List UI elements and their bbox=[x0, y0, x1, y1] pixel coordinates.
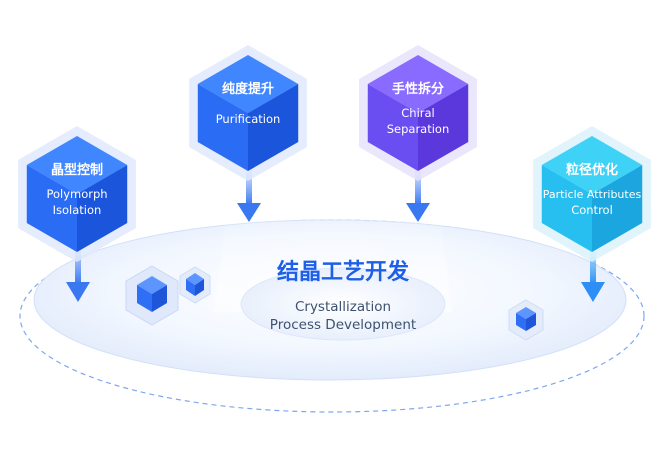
hex-label-line: Separation bbox=[387, 122, 450, 136]
center-pedestal bbox=[240, 267, 446, 341]
hex-label-line: Purification bbox=[216, 112, 281, 126]
cube-left-face bbox=[541, 165, 592, 252]
hex-label-line: Polymorph bbox=[46, 187, 107, 201]
down-arrow-icon bbox=[581, 240, 605, 302]
hex-label-line: Isolation bbox=[53, 203, 102, 217]
cube-icon bbox=[125, 265, 179, 326]
cube-right-face bbox=[77, 165, 128, 252]
cube-top-face bbox=[367, 55, 469, 113]
down-arrow-icon bbox=[237, 165, 261, 222]
center-subtitle-line2: Process Development bbox=[270, 317, 416, 333]
down-arrow-icon bbox=[66, 240, 90, 302]
cube-right-face bbox=[248, 84, 299, 171]
cube-left-face bbox=[367, 84, 418, 171]
down-arrow-icon bbox=[406, 165, 430, 222]
hex-label-line: Chiral bbox=[401, 106, 434, 120]
cube-top-face bbox=[26, 136, 128, 194]
platform bbox=[19, 200, 645, 413]
center-subtitle-line1: Crystallization bbox=[295, 299, 391, 315]
hex-title: 晶型控制 bbox=[51, 162, 103, 178]
cube-icon bbox=[179, 266, 211, 304]
hex-title: 纯度提升 bbox=[222, 81, 274, 97]
cube-left-face bbox=[197, 84, 248, 171]
hex-card-purification: 纯度提升 Purification bbox=[189, 45, 307, 181]
cube-right-face bbox=[592, 165, 643, 252]
hex-title: 手性拆分 bbox=[392, 81, 444, 97]
hex-label-line: Particle Attributes bbox=[543, 188, 642, 201]
hex-label-line: Control bbox=[571, 203, 613, 217]
cube-left-face bbox=[26, 165, 77, 252]
cube-top-face bbox=[197, 55, 299, 113]
cube-right-face bbox=[418, 84, 469, 171]
center-title: 结晶工艺开发 bbox=[277, 259, 410, 285]
cube-icon bbox=[508, 299, 544, 341]
hex-title: 粒径优化 bbox=[566, 162, 618, 178]
